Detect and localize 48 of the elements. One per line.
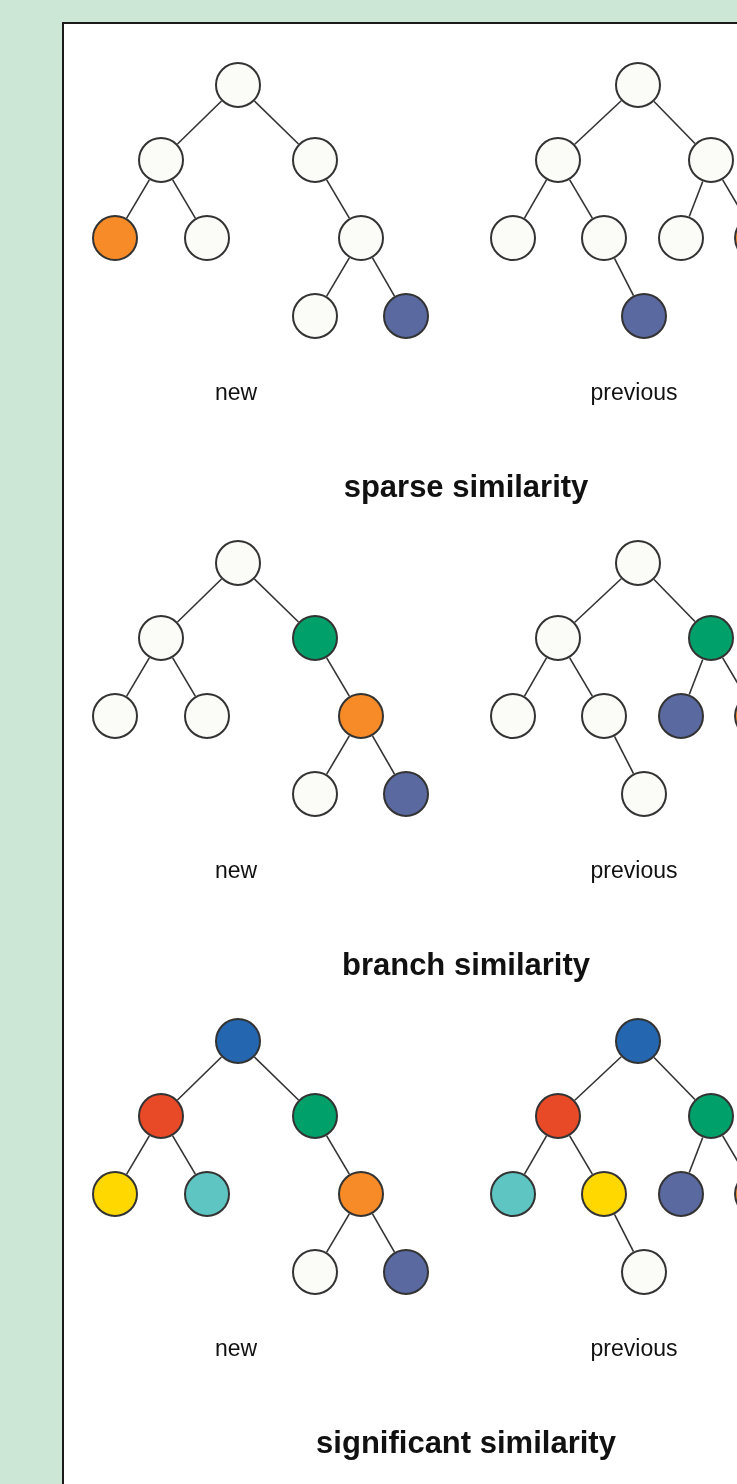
connector-line <box>325 179 351 219</box>
tree-caption: new <box>214 1334 258 1362</box>
connector-line <box>325 657 351 697</box>
connector-line <box>613 257 635 297</box>
connector-line <box>176 100 223 145</box>
connector-line <box>653 1056 696 1101</box>
connector-line <box>523 179 548 219</box>
tree-caption: new <box>214 856 258 884</box>
connector-line <box>574 577 622 624</box>
connector-line <box>653 578 696 623</box>
connector-line <box>688 180 704 218</box>
connector-line <box>523 1135 548 1175</box>
connector-line <box>125 657 151 697</box>
connector-line <box>568 1135 594 1175</box>
connector-line <box>253 100 300 145</box>
tree-caption: previous <box>590 1334 678 1362</box>
connector-line <box>371 1213 396 1253</box>
connector-line <box>574 99 622 146</box>
connector-line <box>688 658 704 696</box>
connector-line <box>325 1135 351 1175</box>
section-title: branch similarity <box>341 947 591 983</box>
connector-line <box>171 657 197 697</box>
connector-line <box>371 735 396 775</box>
connector-line <box>613 1213 635 1253</box>
section-title: significant similarity <box>316 1425 616 1461</box>
connector-line <box>325 1213 351 1253</box>
connector-line <box>574 1055 622 1102</box>
tree-caption: previous <box>590 378 678 406</box>
connector-line <box>688 1136 704 1174</box>
connector-line <box>325 735 351 775</box>
connector-line <box>171 179 197 219</box>
tree-caption: previous <box>590 856 678 884</box>
connector-line <box>125 179 151 219</box>
connector-line <box>253 1056 300 1101</box>
connector-line <box>171 1135 197 1175</box>
connector-line <box>176 578 223 623</box>
connector-line <box>371 257 396 297</box>
connector-line <box>653 100 696 145</box>
tree-caption: new <box>214 378 258 406</box>
connector-line <box>325 257 351 297</box>
connector-line <box>176 1056 223 1101</box>
connector-line <box>568 179 594 219</box>
section-title: sparse similarity <box>343 469 589 505</box>
connector-line <box>568 657 594 697</box>
connector-line <box>613 735 635 775</box>
connector-line <box>523 657 548 697</box>
connector-line <box>253 578 300 623</box>
connector-line <box>125 1135 151 1175</box>
